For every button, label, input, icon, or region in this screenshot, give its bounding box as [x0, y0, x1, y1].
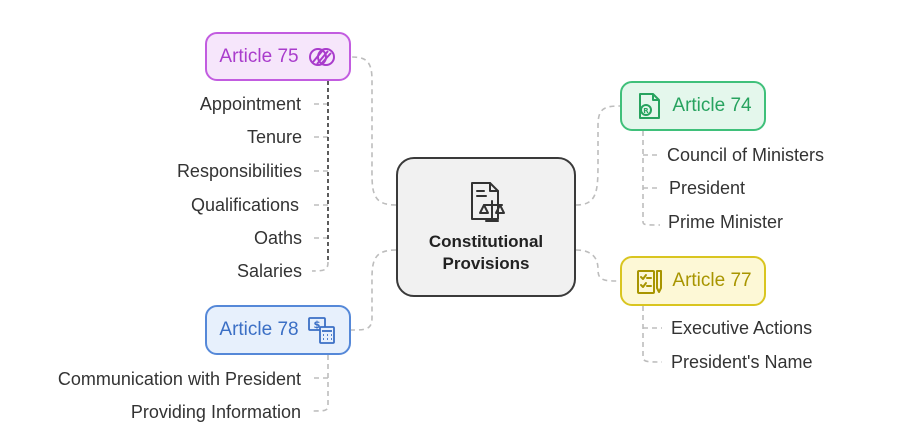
- connector-center-article78: [350, 249, 397, 331]
- leaf-qualifications[interactable]: Qualifications: [190, 195, 299, 215]
- branch-article75-label: Article 75: [219, 45, 299, 67]
- leaf-providing-information[interactable]: Providing Information: [130, 402, 301, 422]
- document-registered-icon: R: [639, 93, 661, 119]
- branch-article75[interactable]: Article 75: [205, 32, 351, 81]
- leaf-tenure[interactable]: Tenure: [246, 127, 302, 147]
- connector-a77-leaves: [642, 306, 663, 363]
- central-title-line1: Constitutional: [428, 232, 544, 251]
- leaf-prime-minister[interactable]: Prime Minister: [668, 212, 784, 232]
- branch-article74-label: Article 74: [672, 95, 752, 116]
- connector-center-article75: [350, 56, 397, 206]
- central-topic-title: Constitutional Provisions: [429, 231, 543, 275]
- svg-text:$: $: [313, 320, 320, 331]
- leaf-salaries[interactable]: Salaries: [236, 261, 302, 281]
- connector-a74-leaves: [642, 131, 661, 226]
- connector-a78-leaves: [311, 355, 329, 412]
- leaf-communication-with-president[interactable]: Communication with President: [57, 369, 301, 389]
- scales-document-icon: [471, 182, 505, 222]
- central-topic-node[interactable]: Constitutional Provisions: [396, 157, 576, 297]
- leaf-presidents-name[interactable]: President's Name: [671, 352, 813, 372]
- leaf-responsibilities[interactable]: Responsibilities: [176, 161, 302, 181]
- leaf-oaths[interactable]: Oaths: [253, 228, 302, 248]
- intertwined-circles-icon: [308, 47, 335, 66]
- leaf-council-of-ministers[interactable]: Council of Ministers: [667, 145, 825, 165]
- branch-article78-label: Article 78: [219, 319, 299, 340]
- leaf-appointment[interactable]: Appointment: [199, 94, 301, 114]
- leaf-executive-actions[interactable]: Executive Actions: [671, 318, 813, 338]
- central-title-line2: Provisions: [442, 254, 530, 273]
- checklist-pen-icon: [637, 270, 663, 294]
- branch-article74[interactable]: R Article 74: [620, 81, 766, 131]
- branch-article77[interactable]: Article 77: [620, 256, 766, 306]
- connector-center-article74: [575, 105, 621, 206]
- svg-text:R: R: [644, 107, 650, 115]
- branch-article77-label: Article 77: [672, 270, 752, 291]
- connector-center-article77: [575, 249, 621, 282]
- leaf-president[interactable]: President: [669, 178, 746, 198]
- money-calculator-icon: $: [307, 317, 335, 344]
- branch-article78[interactable]: Article 78 $: [205, 305, 351, 355]
